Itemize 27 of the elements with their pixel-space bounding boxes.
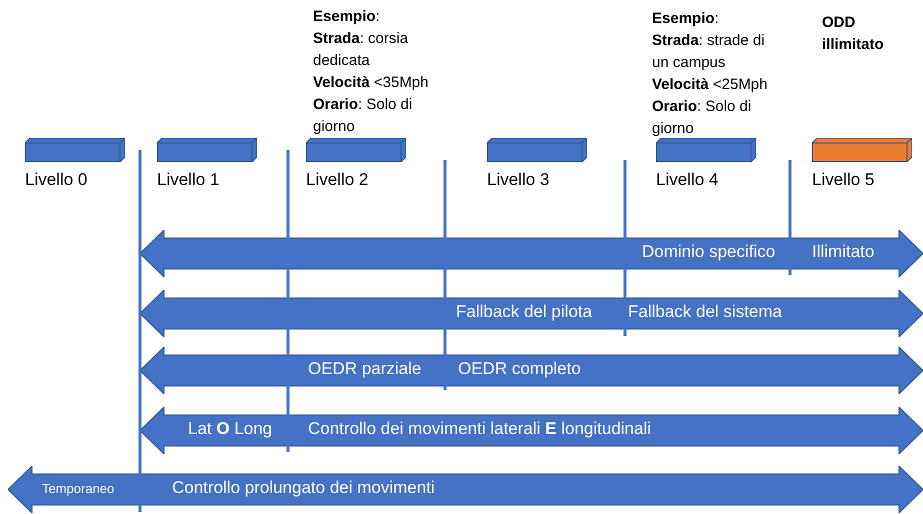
level-label: Livello 2 [306,170,368,190]
node-label: Strada: strade di un campus [652,32,765,71]
level-note: ODD illimitato [822,13,885,55]
level-label: Livello 1 [157,170,220,190]
node-label: Velocità <35Mph [313,74,428,91]
arrow-label: OEDR completo [458,359,581,379]
node-label: Orario: Solo di giorno [313,96,412,135]
arrow-label: Controllo dei movimenti laterali E longitudinali [308,419,652,439]
example-note: Esempio: Strada: strade di un campus Velocità <25Mph Orario: Solo di giorno [652,9,768,139]
level-label: Livello 4 [656,170,718,190]
node-label: Velocità <25Mph [652,76,768,93]
level-label: Livello 5 [812,170,874,190]
arrow-label: Temporaneo [42,481,114,496]
node-label: Strada: corsia dedicata [313,30,408,69]
arrow-label: Lat O Long [188,419,272,439]
node-label: Orario: Solo di giorno [652,98,752,137]
node-label: Esempio: [313,8,380,25]
arrow-label: Illimitato [812,242,874,262]
level-label: Livello 0 [25,170,88,190]
node-label: Esempio: [652,10,719,27]
arrow-label: Controllo prolungato dei movimenti [172,478,435,498]
arrow-label: Fallback del sistema [628,302,782,322]
level-label: Livello 3 [487,170,550,190]
example-note: Esempio: Strada: corsia dedicata Velocità <35Mph Orario: Solo di giorno [313,7,430,137]
arrow-label: Dominio specifico [642,242,776,262]
arrow-label: Fallback del pilota [456,302,592,322]
arrow-label: OEDR parziale [308,359,422,379]
